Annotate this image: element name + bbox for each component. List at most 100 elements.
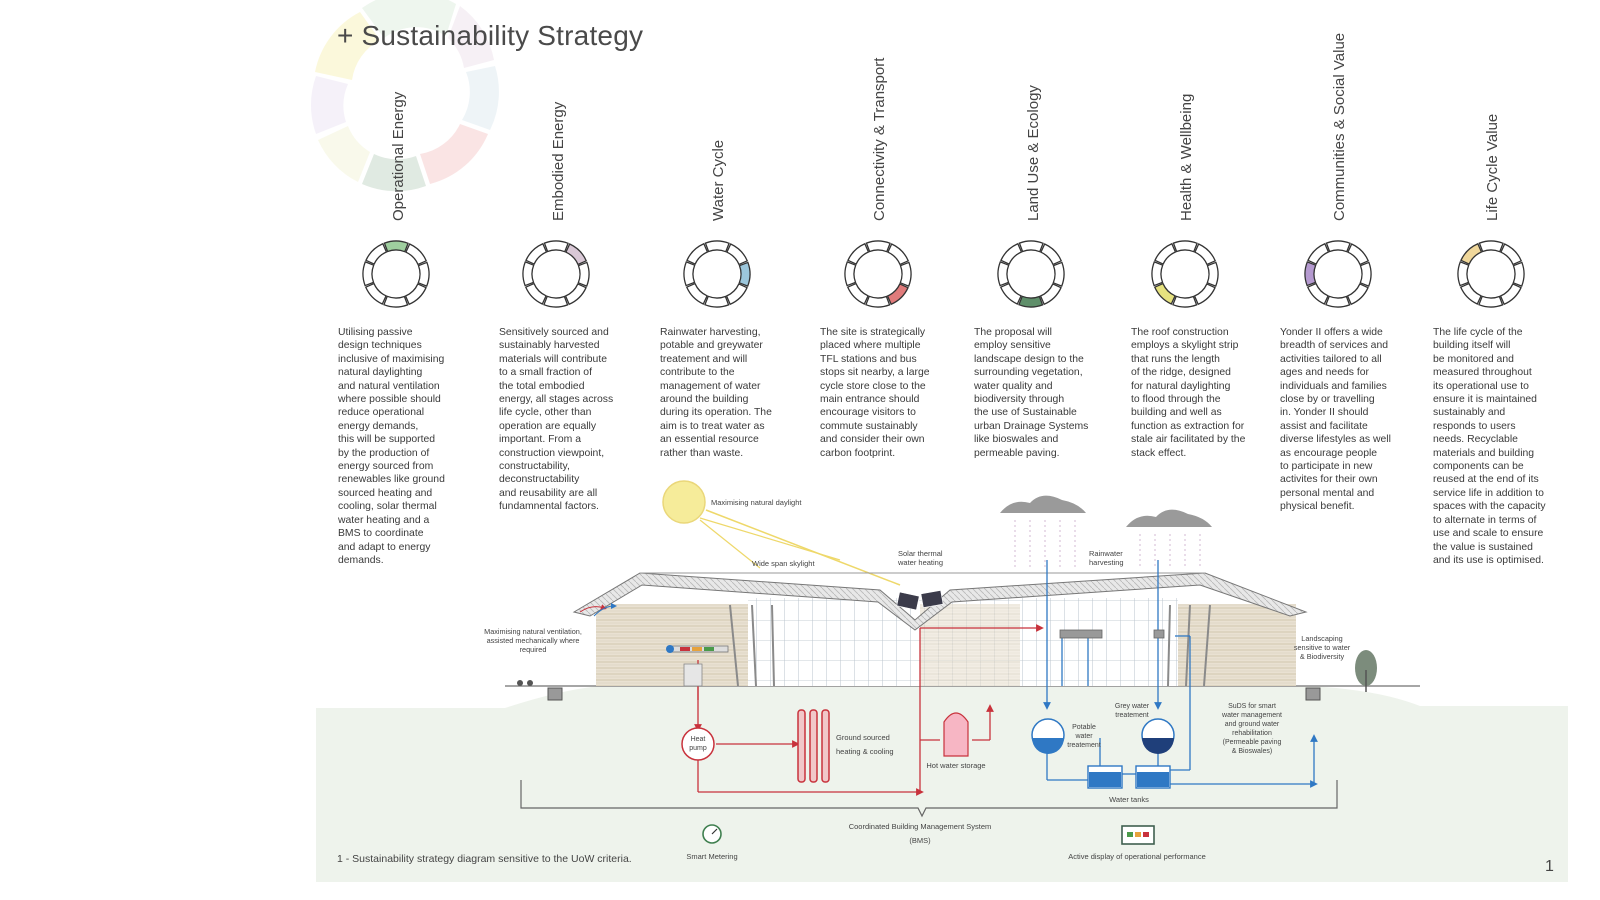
column-text-line: function as extraction for <box>1131 420 1245 432</box>
timber-wall-left <box>596 604 748 686</box>
column-text-line: demands. <box>338 554 384 566</box>
ring-segment <box>1478 295 1504 308</box>
potable-water-tank-icon <box>1031 718 1065 754</box>
ring-segment <box>1346 283 1369 306</box>
column-text-line: natural daylighting <box>338 367 423 379</box>
ring-segment <box>847 242 870 265</box>
ring-segment <box>865 240 891 253</box>
display-panel-icon <box>1121 825 1155 845</box>
column-text-line: stack effect. <box>1131 447 1187 459</box>
ring-segment <box>1459 282 1482 305</box>
ring-segment <box>1052 261 1065 287</box>
figure-caption: 1 - Sustainability strategy diagram sens… <box>337 853 632 865</box>
sun-icon <box>662 480 706 524</box>
column-text-line: sourced heating and <box>338 487 433 499</box>
column-text-line: responds to users <box>1433 420 1516 432</box>
ring-segment <box>997 261 1010 287</box>
column-text-line: to participate in new <box>1280 461 1373 473</box>
label-heat-1: Heat <box>691 736 706 743</box>
grey-water-tank-icon <box>1141 718 1175 754</box>
ring-segment <box>726 243 749 266</box>
column-text-line: management of water <box>660 380 761 392</box>
column-text-line: permeable paving. <box>974 447 1060 459</box>
label-potable-2: water <box>1074 733 1093 740</box>
column-text-line: encourage visitors to <box>820 407 916 419</box>
ring-segment <box>405 243 428 266</box>
label-suds-4: rehabilitation <box>1232 730 1272 737</box>
ground-coil-icon <box>797 709 830 783</box>
column-text-line: to a small fraction of <box>499 367 592 379</box>
column-text-line: stops sit nearby, a large <box>820 367 930 379</box>
column-text-line: potable and greywater <box>660 340 763 352</box>
column-text-line: sustainably and <box>1433 407 1506 419</box>
column-text-line: and adapt to energy <box>338 541 431 553</box>
label-tanks: Water tanks <box>1109 795 1149 804</box>
hot-water-tank-icon <box>943 712 969 757</box>
column-text-line: energy sourced from <box>338 461 434 473</box>
ring-segment <box>1307 242 1330 265</box>
column-text-line: BMS to coordinate <box>338 528 424 540</box>
ring-segment <box>865 295 891 308</box>
label-vent-3: required <box>520 645 547 654</box>
column-text-line: cycle store close to the <box>820 380 926 392</box>
ring-segment <box>564 283 587 306</box>
ring-segment <box>846 282 869 305</box>
column-text-line: employ sensitive <box>974 340 1051 352</box>
column-text-line: water quality and <box>974 380 1053 392</box>
column-text-line: close by or travelling <box>1280 394 1375 406</box>
column-text-line: materials and building <box>1433 447 1535 459</box>
column-text-line: this will be supported <box>338 434 436 446</box>
column-text-line: diverse lifestyles as well <box>1280 434 1391 446</box>
ring-segment <box>577 261 590 287</box>
ring-segment <box>404 283 427 306</box>
column-text-line: materials will contribute <box>499 353 607 365</box>
ring-segment <box>704 295 730 308</box>
bms-bracket <box>520 780 1338 818</box>
ring-segment <box>525 242 548 265</box>
ring-segment <box>725 283 748 306</box>
column-text-line: around the building <box>660 394 749 406</box>
column-text-line: and its use is optimised. <box>1433 554 1544 566</box>
column-text-line: physical benefit. <box>1280 501 1355 513</box>
ring-icon <box>1304 240 1372 308</box>
column-text-line: and reusability are all <box>499 487 598 499</box>
column-text-line: Utilising passive <box>338 327 413 338</box>
column-text-line: individuals and families <box>1280 380 1387 392</box>
ring-segment-active <box>383 240 409 253</box>
column-text-line: activities tailored to all <box>1280 353 1382 365</box>
column-text-line: Yonder II offers a wide <box>1280 327 1383 338</box>
label-land-3: & Biodiversity <box>1300 652 1345 661</box>
column-text-line: The roof construction <box>1131 327 1229 338</box>
ring-icon <box>522 240 590 308</box>
ring-segment <box>999 282 1022 305</box>
column-text-line: the use of Sustainable <box>974 407 1077 419</box>
page-number: 1 <box>1545 858 1554 875</box>
ring-segment <box>887 243 910 266</box>
column-text-line: design techniques <box>338 340 422 352</box>
column-text-line: building itself will <box>1433 340 1511 352</box>
ring-segment <box>1040 243 1063 266</box>
label-ground-2: heating & cooling <box>836 747 894 756</box>
label-grey-2: treatement <box>1115 712 1149 719</box>
column-text-line: ensure it is maintained <box>1433 394 1537 406</box>
ring-segment <box>1194 243 1217 266</box>
column-text-line: stale air facilitated by the <box>1131 434 1246 446</box>
ring-segment <box>1193 283 1216 306</box>
column-text-line: to alternate in terms of <box>1433 514 1537 526</box>
solar-panel-icon <box>896 590 944 611</box>
column-text-line: placed where multiple <box>820 340 921 352</box>
ring-segment <box>1172 295 1198 308</box>
heat-pump-icon <box>681 727 715 761</box>
column-text-line: commute sustainably <box>820 420 918 432</box>
ring-icon <box>997 240 1065 308</box>
column-text-line: rather than waste. <box>660 447 744 459</box>
ring-segment <box>417 261 430 287</box>
column-text-line: for natural daylighting <box>1131 380 1231 392</box>
